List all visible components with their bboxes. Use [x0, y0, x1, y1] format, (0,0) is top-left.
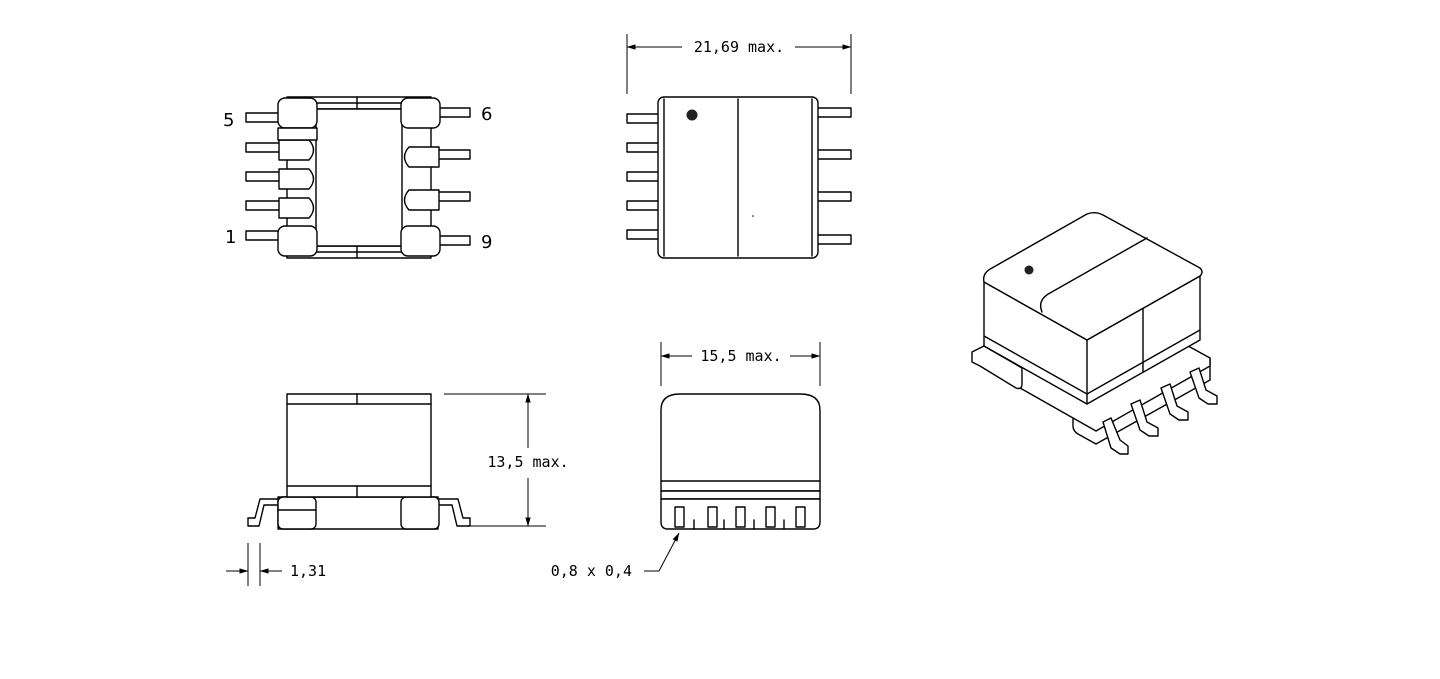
cover-pins-left: [626, 113, 662, 240]
dimension-length-label: 21,69 max.: [694, 38, 784, 56]
isometric-view: [971, 212, 1218, 455]
dimension-width-label: 15,5 max.: [700, 347, 781, 365]
pin-label-9: 9: [481, 232, 492, 253]
side-view: 13,5 max. 1,31: [226, 393, 569, 586]
isometric-leads: [1102, 367, 1218, 455]
front-view: 15,5 max. 0,8 x 0,4: [551, 342, 821, 580]
dimension-pin-section-label: 0,8 x 0,4: [551, 562, 632, 580]
cover-pins-right: [816, 107, 852, 245]
isometric-pin-one-dot: [1024, 265, 1034, 275]
pin-label-6: 6: [481, 104, 492, 125]
top-view-pins-left: [245, 112, 281, 241]
top-view-pins-right: [435, 107, 471, 246]
dimension-offset-label: 1,31: [290, 562, 326, 580]
dimension-height-label: 13,5 max.: [487, 453, 568, 471]
top-view-cover: 21,69 max.: [626, 34, 852, 259]
pin-one-marker-dot: [686, 109, 698, 121]
top-view: 5 1 6 9: [223, 96, 492, 259]
front-view-pin-sections: [674, 506, 806, 528]
pin-label-1: 1: [225, 227, 236, 248]
pin-label-5: 5: [223, 110, 234, 131]
